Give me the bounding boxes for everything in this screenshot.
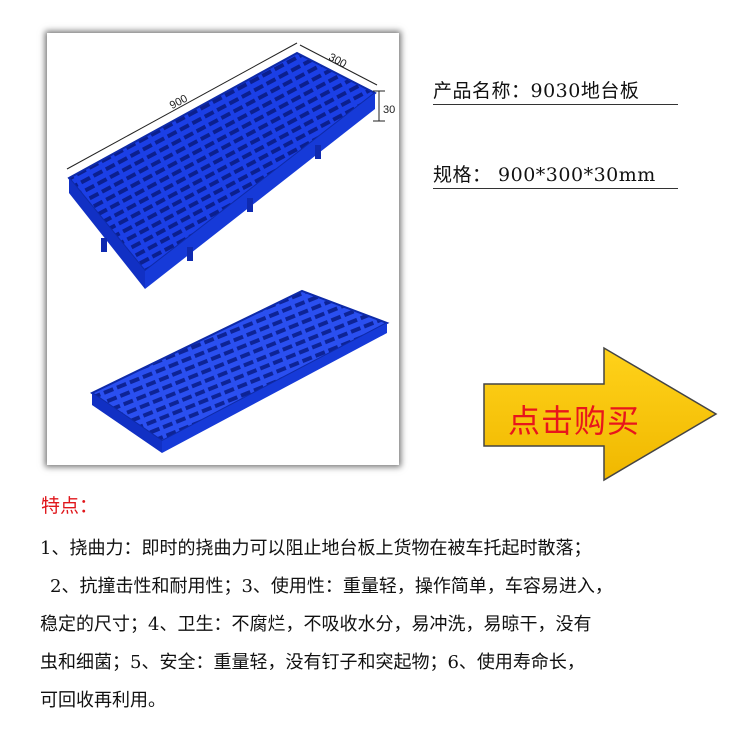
product-photo: 900 300 30 (47, 33, 399, 465)
dimension-lines (66, 42, 385, 170)
pallet-illustration: 900 300 30 (66, 42, 395, 453)
pallet-top-view (67, 51, 377, 289)
feature-line: 1、挠曲力：即时的挠曲力可以阻止地台板上货物在被车托起时散落； (40, 538, 592, 559)
arrow-right-icon (483, 346, 718, 482)
feature-line: 虫和细菌；5、安全：重量轻，没有钉子和突起物；6、使用寿命长， (40, 652, 585, 673)
features-list: 1、挠曲力：即时的挠曲力可以阻止地台板上货物在被车托起时散落； 2、抗撞击性和耐… (40, 530, 720, 720)
product-size: 规格： 900*300*30mm (433, 164, 656, 186)
features-title: 特点： (41, 495, 99, 517)
product-name: 产品名称：9030地台板 (433, 80, 640, 102)
feature-line: 稳定的尺寸；4、卫生：不腐烂，不吸收水分，易冲洗，易晾干，没有 (40, 614, 592, 635)
dim-height-label: 30 (383, 104, 395, 116)
dim-width-label: 300 (327, 51, 349, 70)
pallet-angled-view (90, 289, 390, 453)
feature-line: 2、抗撞击性和耐用性；3、使用性：重量轻，操作简单，车容易进入， (50, 576, 613, 597)
divider (433, 188, 678, 189)
feature-line: 可回收再利用。 (40, 690, 166, 711)
buy-now-label: 点击购买 (508, 402, 641, 440)
buy-now-button[interactable]: 点击购买 (480, 346, 720, 482)
dim-length-label: 900 (168, 93, 190, 112)
divider (433, 104, 678, 105)
